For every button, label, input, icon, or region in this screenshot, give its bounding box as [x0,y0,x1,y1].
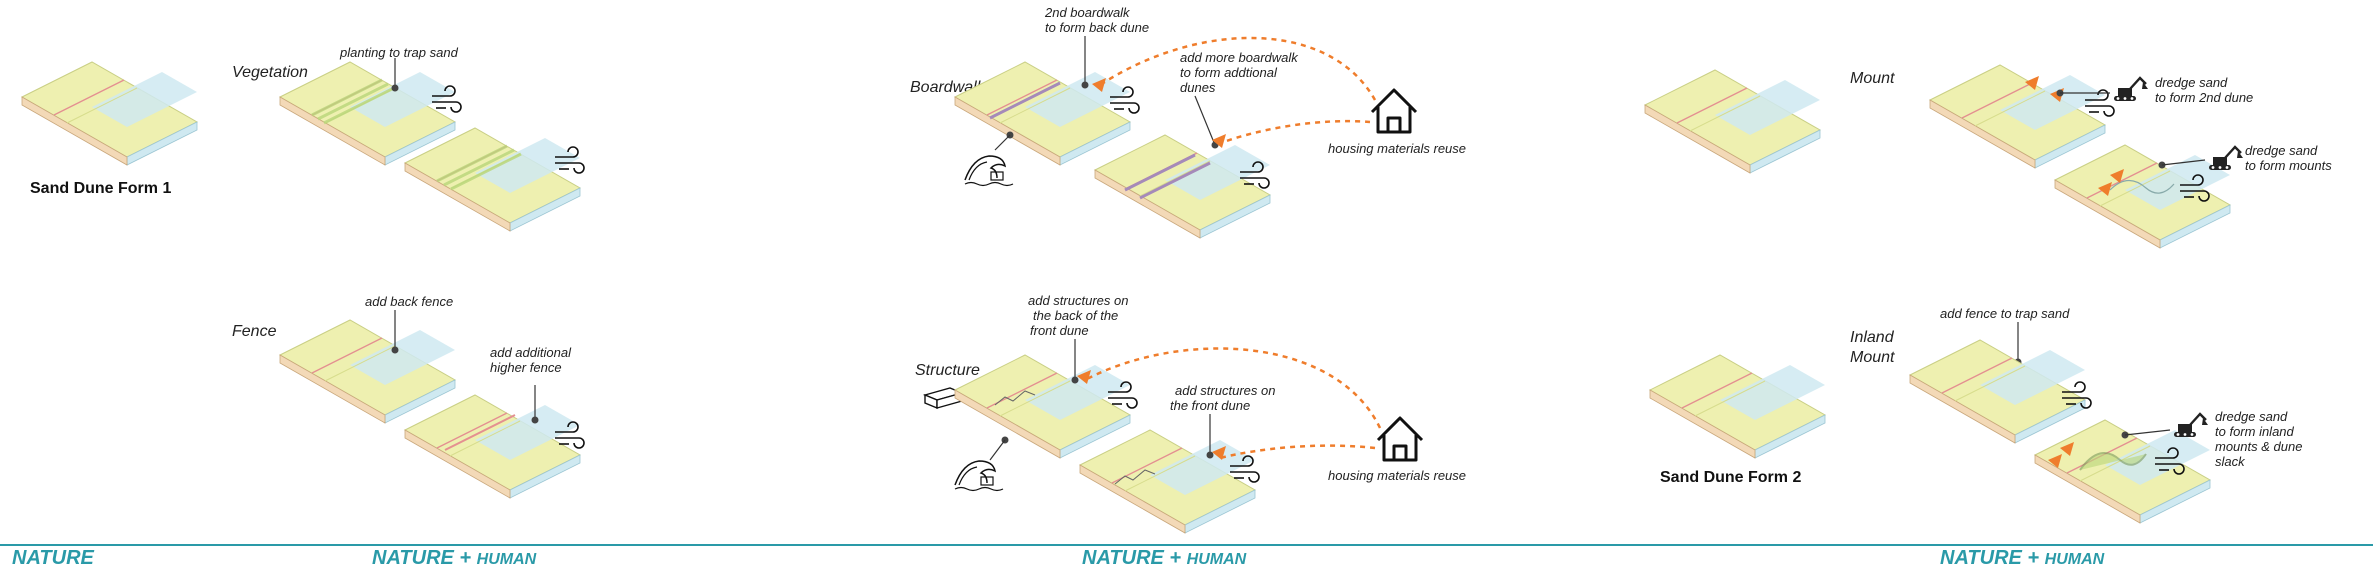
dune-block-mount-2 [2054,144,2231,249]
note-dredge-inland-3: mounts & dune [2215,439,2302,454]
form1-title: Sand Dune Form 1 [30,180,171,197]
tag-mount: Mount [1850,70,1895,87]
wave-icon [954,460,1004,492]
dune-block-form2 [1649,354,1826,459]
wave-icon [964,155,1014,187]
note-boardwalk2-1: 2nd boardwalk [1044,5,1131,20]
note-higher-fence-2: higher fence [490,360,562,375]
note-more-boardwalk-2: to form addtional [1180,65,1278,80]
note-dredge-mounts-1: dredge sand [2245,143,2318,158]
note-more-boardwalk-1: add more boardwalk [1180,50,1299,65]
excavator-icon [2112,76,2150,103]
tag-vegetation: Vegetation [232,64,308,81]
dune-block-vegetation-1 [279,61,456,166]
note-boardwalk2-2: to form back dune [1045,20,1149,35]
dune-block-fence-2 [404,394,581,499]
note-dredge-inland-1: dredge sand [2215,409,2288,424]
note-structures-back-3: front dune [1030,323,1089,338]
note-dredge-inland-2: to form inland [2215,424,2295,439]
note-housing-reuse-1: housing materials reuse [1328,141,1466,156]
dune-block-structure-1 [954,354,1131,459]
note-dredge-mounts-2: to form mounts [2245,158,2332,173]
dune-block-fence-1 [279,319,456,424]
tag-inland-mount-2: Mount [1850,349,1895,366]
form2-title: Sand Dune Form 2 [1660,469,1801,486]
footer-nature: NATURE [12,547,95,569]
note-back-fence: add back fence [365,294,453,309]
note-more-boardwalk-3: dunes [1180,80,1216,95]
footer-nature-human-2: NATURE + HUMAN [1082,547,1247,569]
dune-block-boardwalk-2 [1094,134,1271,239]
note-fence-trap: add fence to trap sand [1940,306,2070,321]
footer-nature-human-3: NATURE + HUMAN [1940,547,2105,569]
note-planting: planting to trap sand [339,45,459,60]
note-structures-front-1: add structures on [1175,383,1275,398]
note-structures-back-2: the back of the [1033,308,1118,323]
dune-block-structure-2 [1079,429,1256,534]
note-dredge-2nd-1: dredge sand [2155,75,2228,90]
excavator-icon [2172,412,2210,439]
dune-block-inland-1 [1909,339,2086,444]
excavator-icon [2207,145,2245,172]
house-icon [1370,88,1418,134]
note-higher-fence-1: add additional [490,345,572,360]
note-structures-back-1: add structures on [1028,293,1128,308]
tag-fence: Fence [232,323,277,340]
tag-inland-mount-1: Inland [1850,329,1895,346]
dune-block-boardwalk-1 [954,61,1131,166]
footer-nature-human-1: NATURE + HUMAN [372,547,537,569]
tag-structure: Structure [915,362,980,379]
dune-block-form1 [21,61,198,166]
dune-block-inland-2 [2034,419,2211,524]
note-dredge-inland-4: slack [2215,454,2246,469]
dune-block-mount-1 [1929,64,2106,169]
note-structures-front-2: the front dune [1170,398,1250,413]
house-icon [1376,416,1424,462]
dune-block-vegetation-2 [404,127,581,232]
dune-block-form2-top [1644,69,1821,174]
note-housing-reuse-2: housing materials reuse [1328,468,1466,483]
note-dredge-2nd-2: to form 2nd dune [2155,90,2253,105]
